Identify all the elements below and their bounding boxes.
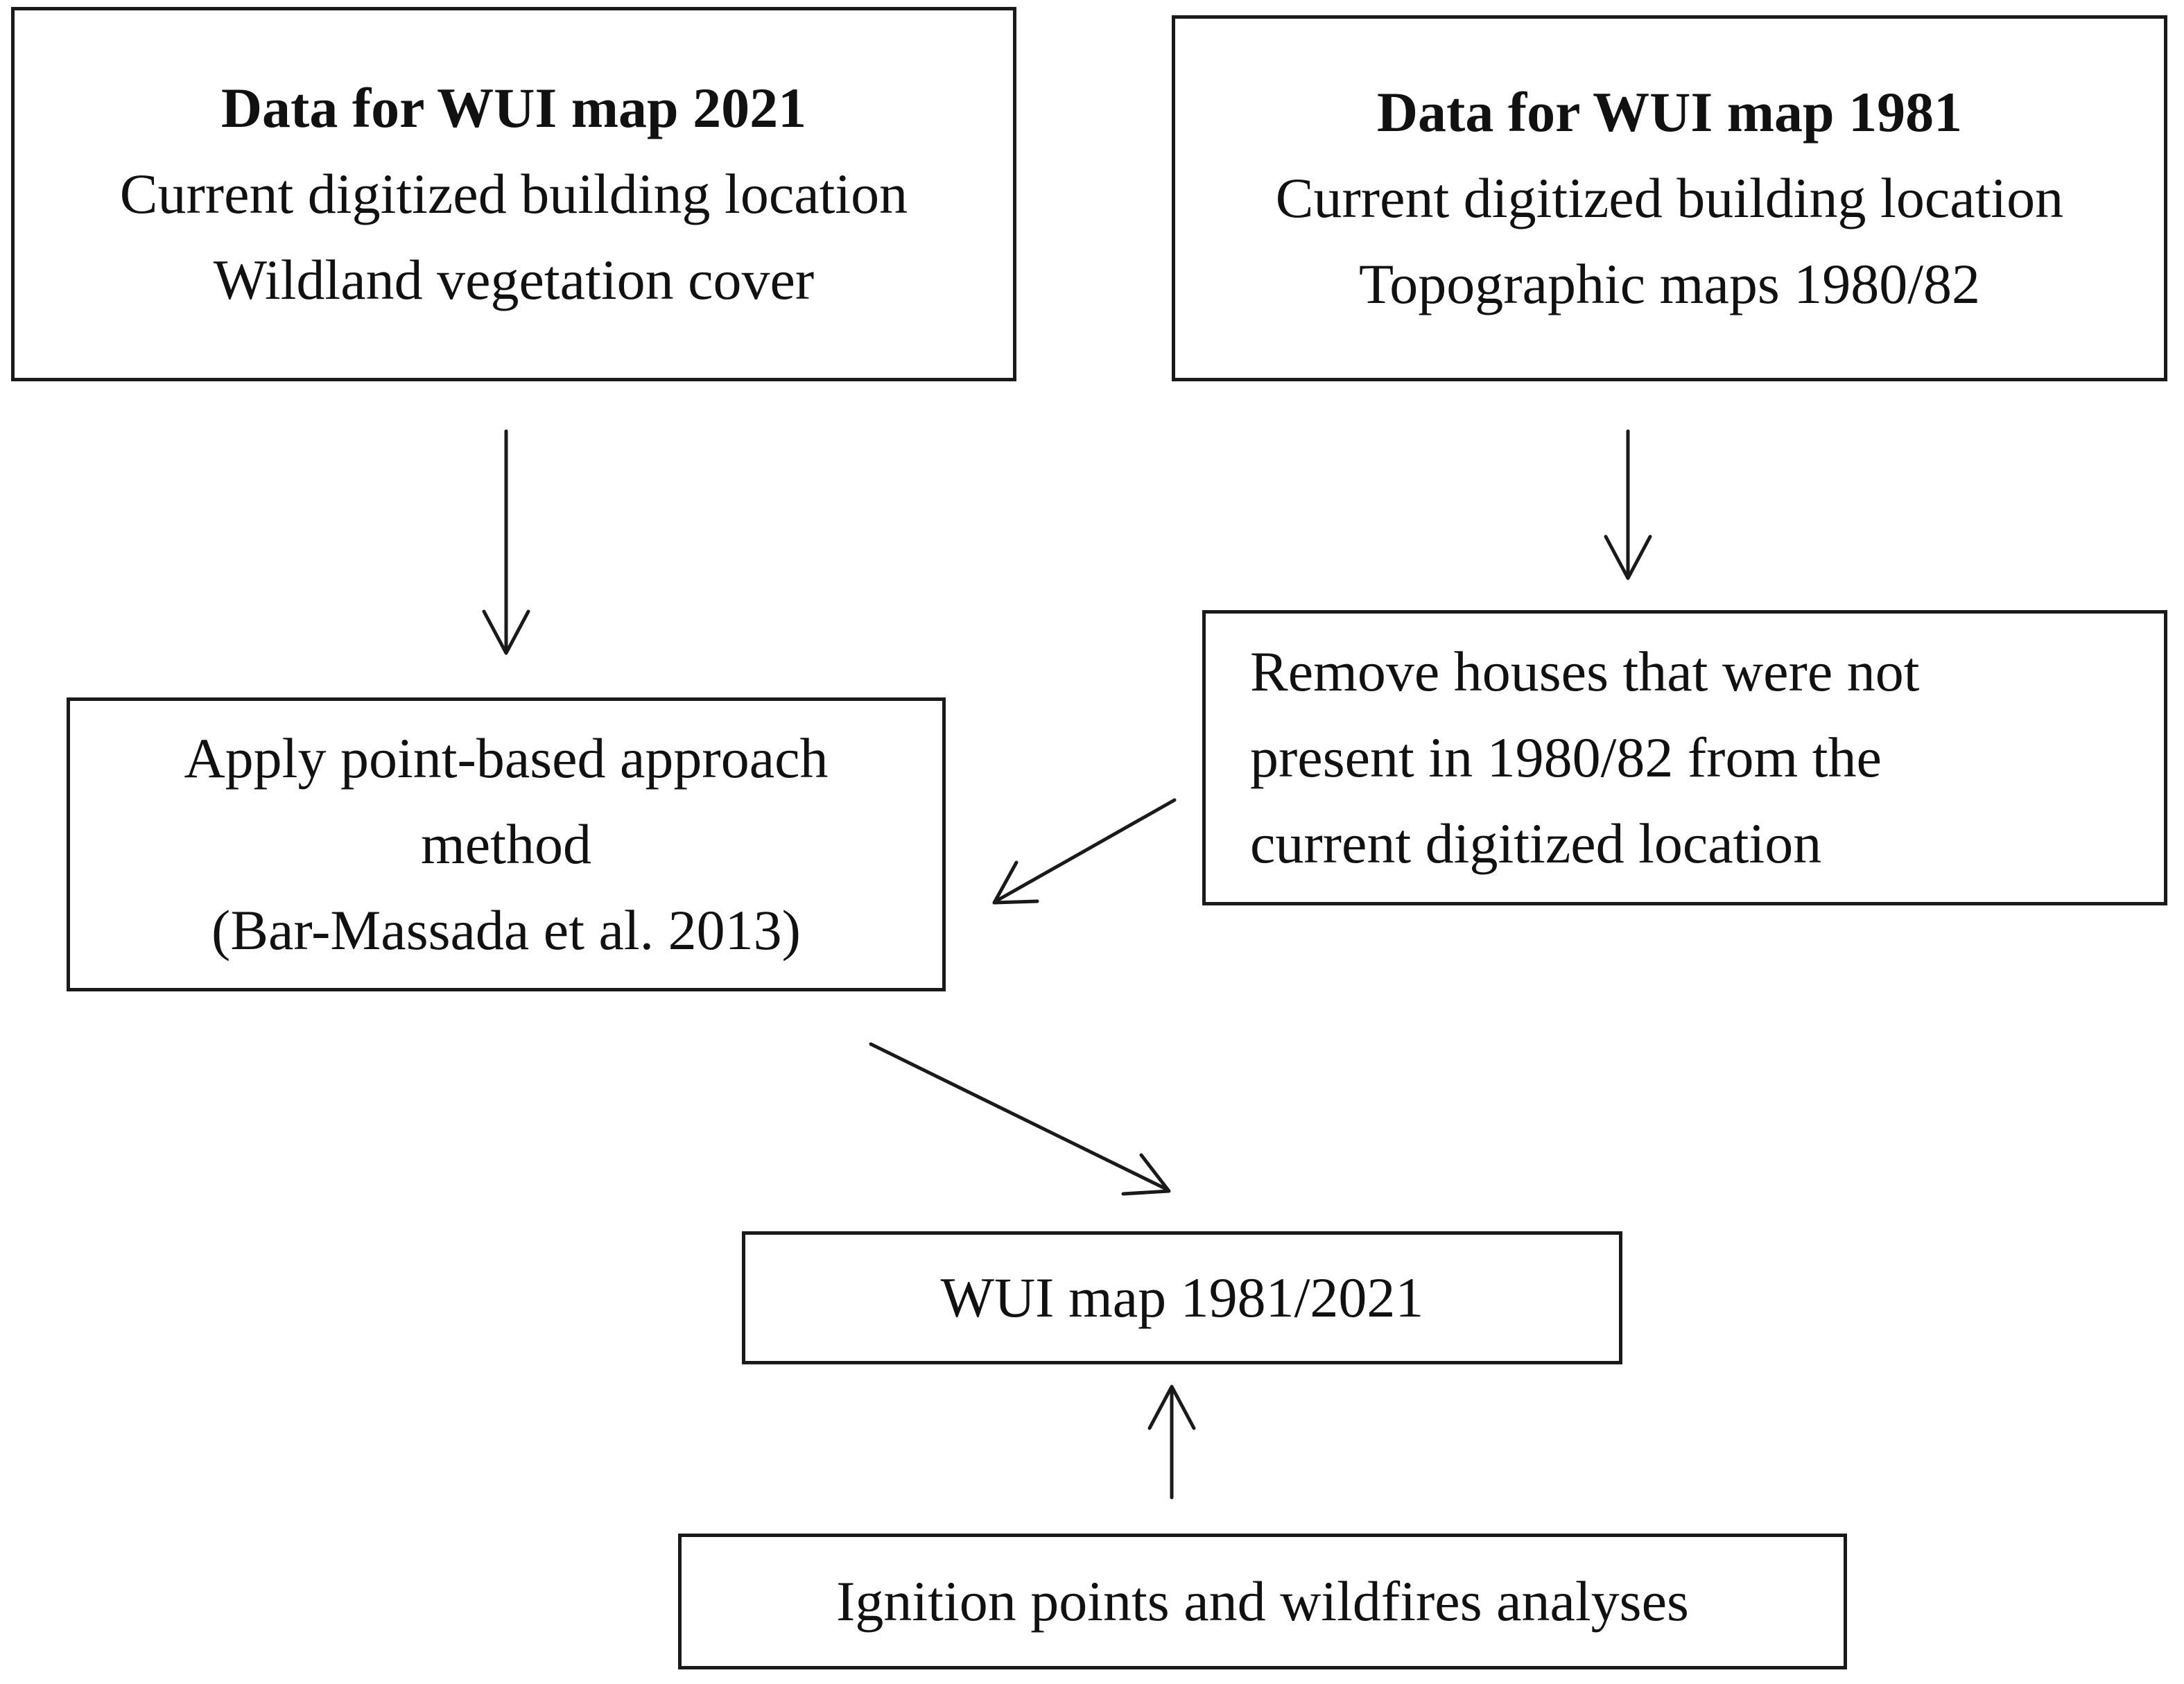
data-2021-line-1: Current digitized building location [119, 162, 908, 225]
data-1981-line-1: Current digitized building location [1275, 166, 2064, 229]
remove-houses-line-3: current digitized location [1250, 812, 1822, 875]
wui-map-box: WUI map 1981/2021 [742, 1231, 1622, 1364]
remove-houses-box: Remove houses that were not present in 1… [1202, 610, 2167, 905]
remove-houses-line-2: present in 1980/82 from the [1250, 726, 1882, 789]
apply-method-line-2: method [421, 813, 591, 876]
arrow-remove-to-apply [992, 798, 1177, 905]
remove-houses-line-1: Remove houses that were not [1250, 640, 1920, 703]
arrow-ignition-to-wui [1147, 1384, 1196, 1500]
apply-method-box: Apply point-based approach method (Bar-M… [67, 697, 946, 991]
arrow-data1981-to-remove [1604, 429, 1652, 580]
data-1981-line-2: Topographic maps 1980/82 [1358, 252, 1981, 315]
ignition-box: Ignition points and wildfires analyses [678, 1534, 1847, 1669]
data-1981-title: Data for WUI map 1981 [1376, 80, 1963, 144]
arrow-apply-to-wui [869, 1042, 1171, 1196]
data-2021-line-2: Wildland vegetation cover [213, 248, 815, 311]
data-1981-box: Data for WUI map 1981 Current digitized … [1172, 15, 2167, 381]
apply-method-line-1: Apply point-based approach [184, 727, 829, 790]
arrow-data2021-to-apply [482, 429, 530, 655]
data-2021-title: Data for WUI map 2021 [220, 76, 807, 139]
ignition-label: Ignition points and wildfires analyses [836, 1570, 1689, 1633]
wui-map-label: WUI map 1981/2021 [940, 1266, 1424, 1329]
apply-method-line-3: (Bar-Massada et al. 2013) [211, 899, 801, 962]
data-2021-box: Data for WUI map 2021 Current digitized … [11, 7, 1016, 381]
